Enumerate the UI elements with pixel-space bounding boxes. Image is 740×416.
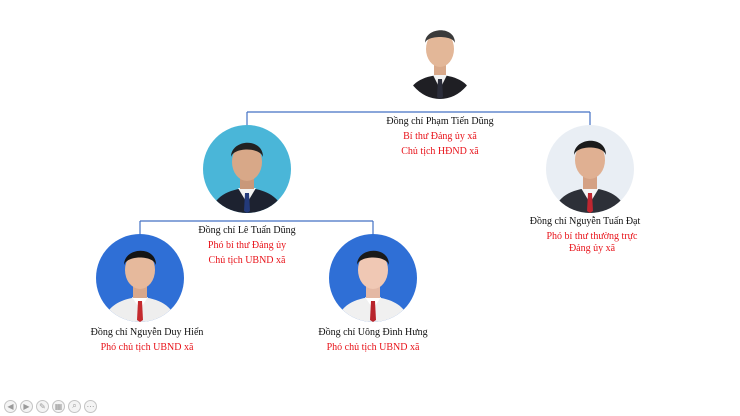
more-icon[interactable]: ⋯: [84, 399, 97, 413]
deputy-right-photo: [546, 125, 634, 213]
slideshow-toolbar: ◀ ▶ ✎ ▦ ⌕ ⋯: [4, 398, 97, 414]
slides-icon[interactable]: ▦: [52, 399, 65, 413]
chairman-name: Đồng chí Phạm Tiến Dũng: [386, 116, 494, 127]
chairman-photo: [403, 13, 477, 99]
deputy-right-name: Đồng chí Nguyễn Tuấn Đạt: [529, 216, 641, 227]
deputy-left-name: Đồng chí Lê Tuấn Dũng: [198, 225, 296, 236]
chairman-role-2: Chủ tịch HĐND xã: [401, 146, 479, 157]
zoom-icon[interactable]: ⌕: [68, 399, 81, 413]
play-icon[interactable]: ◀: [4, 399, 17, 413]
vice-1-role: Phó chủ tịch UBND xã: [100, 342, 194, 353]
next-icon[interactable]: ▶: [20, 399, 33, 413]
vice-2-photo: [329, 234, 417, 322]
deputy-left-role-1: Phó bí thư Đảng ủy: [207, 240, 287, 251]
deputy-right-role-2: Đảng ủy xã: [568, 243, 616, 254]
deputy-right-role-1: Phó bí thư thường trực: [546, 231, 638, 242]
vice-1-photo: [96, 234, 184, 322]
vice-2-role: Phó chủ tịch UBND xã: [326, 342, 420, 353]
chairman-role-1: Bí thư Đảng ủy xã: [403, 131, 477, 142]
pen-icon[interactable]: ✎: [36, 399, 49, 413]
deputy-left-photo: [203, 125, 291, 213]
vice-2-name: Đồng chí Uông Đình Hưng: [318, 327, 428, 338]
vice-1-name: Đồng chí Nguyễn Duy Hiển: [90, 327, 204, 338]
deputy-left-role-2: Chủ tịch UBND xã: [208, 255, 286, 266]
